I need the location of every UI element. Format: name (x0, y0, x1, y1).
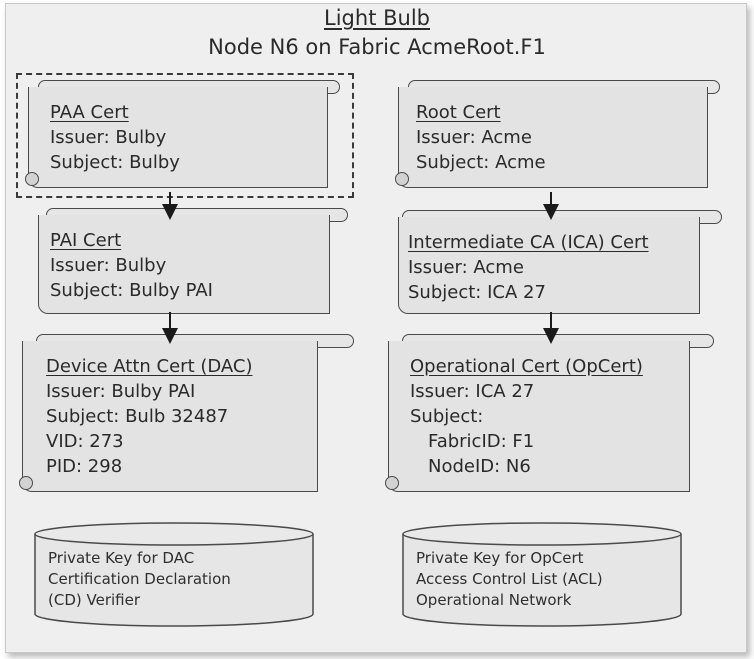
paa-cert-title: PAA Cert (50, 102, 129, 123)
dac-cert-vid: VID: 273 (46, 431, 124, 452)
ica-cert-title: Intermediate CA (ICA) Cert (408, 232, 649, 253)
paa-cert-scroll: PAA Cert Issuer: Bulby Subject: Bulby (25, 80, 346, 190)
opcert-node-id: NodeID: N6 (428, 456, 531, 477)
root-cert-issuer: Issuer: Acme (416, 127, 532, 148)
dac-cert-title: Device Attn Cert (DAC) (46, 356, 253, 377)
dac-cert-scroll: Device Attn Cert (DAC) Issuer: Bulby PAI… (19, 334, 354, 494)
dac-cert-pid: PID: 298 (46, 456, 123, 477)
pai-cert-title: PAI Cert (50, 230, 122, 251)
paa-cert-subject: Subject: Bulby (50, 152, 180, 173)
diagram-title: Light Bulb (324, 6, 430, 30)
dac-cert-issuer: Issuer: Bulby PAI (46, 381, 196, 402)
diagram-subtitle: Node N6 on Fabric AcmeRoot.F1 (208, 35, 546, 59)
pai-cert-subject: Subject: Bulby PAI (50, 280, 213, 301)
opcert-storage-cylinder: Private Key for OpCert Access Control Li… (402, 522, 682, 628)
opcert-title: Operational Cert (OpCert) (410, 356, 643, 377)
dac-cert-subject: Subject: Bulb 32487 (46, 406, 229, 427)
paa-highlight-box (16, 73, 354, 198)
ica-cert-issuer: Issuer: Acme (408, 257, 524, 278)
root-cert-title: Root Cert (416, 102, 501, 123)
paa-cert-issuer: Issuer: Bulby (50, 127, 167, 148)
pai-cert-issuer: Issuer: Bulby (50, 255, 167, 276)
dac-storage-cylinder: Private Key for DAC Certification Declar… (34, 522, 314, 628)
title-block: Light Bulb Node N6 on Fabric AcmeRoot.F1 (0, 4, 754, 62)
opcert-fabric-id: FabricID: F1 (428, 431, 535, 452)
dac-storage-line-2: Certification Declaration (48, 570, 231, 588)
dac-storage-line-3: (CD) Verifier (48, 591, 140, 609)
opcert-storage-line-1: Private Key for OpCert (416, 549, 584, 567)
root-cert-scroll: Root Cert Issuer: Acme Subject: Acme (395, 80, 728, 190)
root-cert-subject: Subject: Acme (416, 152, 546, 173)
ica-cert-subject: Subject: ICA 27 (408, 282, 546, 303)
opcert-issuer: Issuer: ICA 27 (410, 381, 535, 402)
opcert-storage-line-3: Operational Network (416, 591, 572, 609)
opcert-storage-line-2: Access Control List (ACL) (416, 570, 603, 588)
pai-cert-scroll: PAI Cert Issuer: Bulby Subject: Bulby PA… (38, 208, 356, 314)
ica-cert-scroll: Intermediate CA (ICA) Cert Issuer: Acme … (398, 210, 728, 315)
opcert-subject: Subject: (410, 406, 484, 427)
dac-storage-line-1: Private Key for DAC (48, 549, 195, 567)
